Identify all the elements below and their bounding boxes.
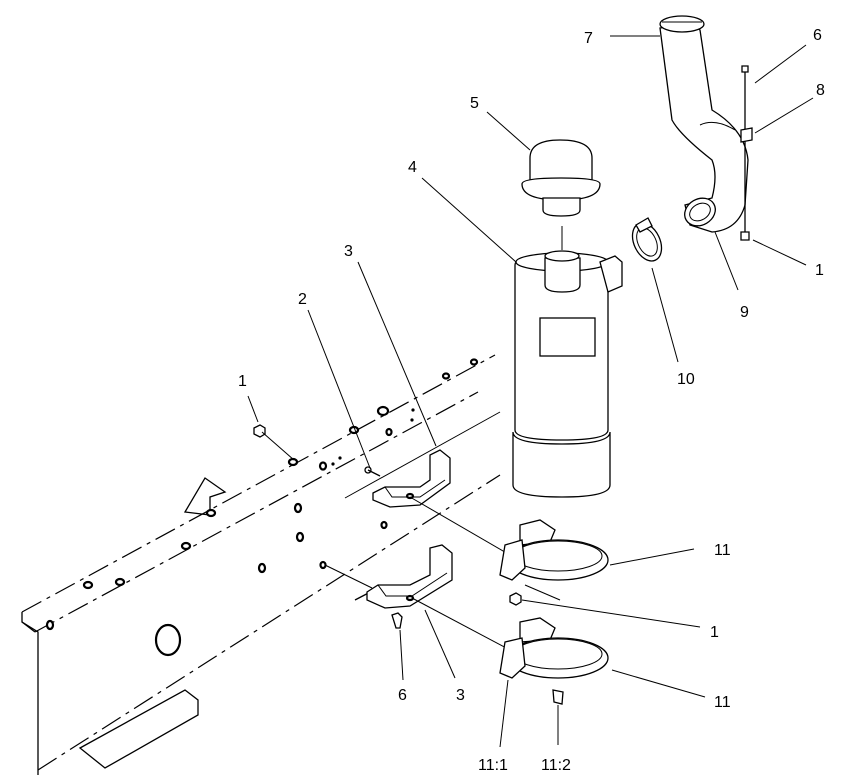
canister-clamp-lower [499, 617, 609, 679]
callout-3-bottom: 3 [456, 687, 465, 704]
callout-11-bottom: 11 [714, 694, 731, 711]
callout-3-top: 3 [344, 243, 353, 260]
air-cleaner-canister [512, 226, 623, 498]
callout-5: 5 [470, 95, 479, 112]
callout-1-mid: 1 [710, 624, 719, 641]
leader-bracket-to-lower-clamp [411, 597, 511, 651]
bolt-upper [364, 466, 381, 477]
callout-11-1: 11:1 [478, 757, 508, 774]
callout-11-top: 11 [714, 542, 731, 559]
canister-clamp-upper [499, 519, 609, 601]
lower-mounting-bracket [366, 544, 453, 609]
leader-rail-to-lower-bracket [324, 564, 373, 589]
leader-bracket-to-upper-clamp [409, 496, 511, 556]
callout-9: 9 [740, 304, 749, 321]
callout-8: 8 [816, 82, 825, 99]
upper-mounting-bracket [372, 449, 451, 508]
callout-1-left: 1 [238, 373, 247, 390]
elbow-top-clamp [659, 15, 705, 33]
callout-6-bottom: 6 [398, 687, 407, 704]
callout-4: 4 [408, 159, 417, 176]
callout-6-top: 6 [813, 27, 822, 44]
callout-10: 10 [677, 371, 695, 388]
intake-elbow-hose [659, 24, 749, 233]
frame-rail [21, 354, 501, 775]
precleaner-cap [521, 139, 601, 217]
nut-upper-left [253, 424, 266, 438]
leader-nut-to-rail [261, 431, 295, 461]
callout-labels: 1 2 3 4 5 7 6 8 1 9 10 11 1 11 6 3 11:1 … [238, 27, 825, 774]
bolt-lower [391, 612, 403, 629]
callout-leaders [247, 35, 814, 748]
nut-mid [509, 592, 522, 606]
callout-2: 2 [298, 291, 307, 308]
callout-11-2: 11:2 [541, 757, 571, 774]
leader-dash-top [344, 411, 501, 499]
hose-clamp [631, 217, 663, 262]
strap-bolt-assembly [740, 65, 753, 241]
callout-7: 7 [584, 30, 593, 47]
callout-1-right: 1 [815, 262, 824, 279]
clamp-screw [552, 689, 564, 705]
